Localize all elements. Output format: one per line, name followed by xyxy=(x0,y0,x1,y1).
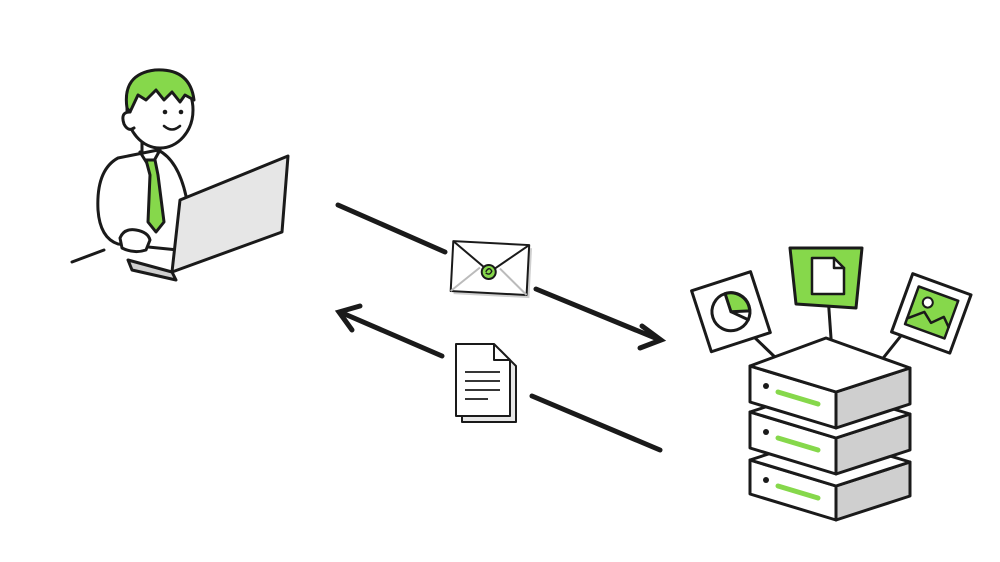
torso xyxy=(96,148,188,252)
server-stack-icon xyxy=(690,246,973,522)
person-with-laptop-icon xyxy=(70,68,290,282)
laptop-screen xyxy=(170,154,290,274)
response-arrow xyxy=(334,303,663,453)
pie-chart-card-icon xyxy=(690,270,772,354)
response-arrowhead xyxy=(334,303,363,333)
request-arrow-line-a xyxy=(335,202,448,255)
envelope-icon xyxy=(449,240,533,299)
file-card-icon xyxy=(788,246,864,310)
response-arrow-line-a xyxy=(529,393,663,453)
response-arrow-line-b xyxy=(337,309,445,359)
tie xyxy=(144,158,166,234)
document-icon xyxy=(455,343,517,423)
desk-line xyxy=(70,248,106,264)
laptop-base xyxy=(126,258,178,282)
request-arrow xyxy=(335,202,667,351)
server-unit-1 xyxy=(748,336,912,430)
request-arrowhead xyxy=(637,323,667,351)
request-arrow-line-b xyxy=(533,286,663,343)
hair xyxy=(124,68,196,114)
hand xyxy=(118,228,152,254)
connector-image xyxy=(878,330,906,364)
image-card-icon xyxy=(890,272,973,355)
